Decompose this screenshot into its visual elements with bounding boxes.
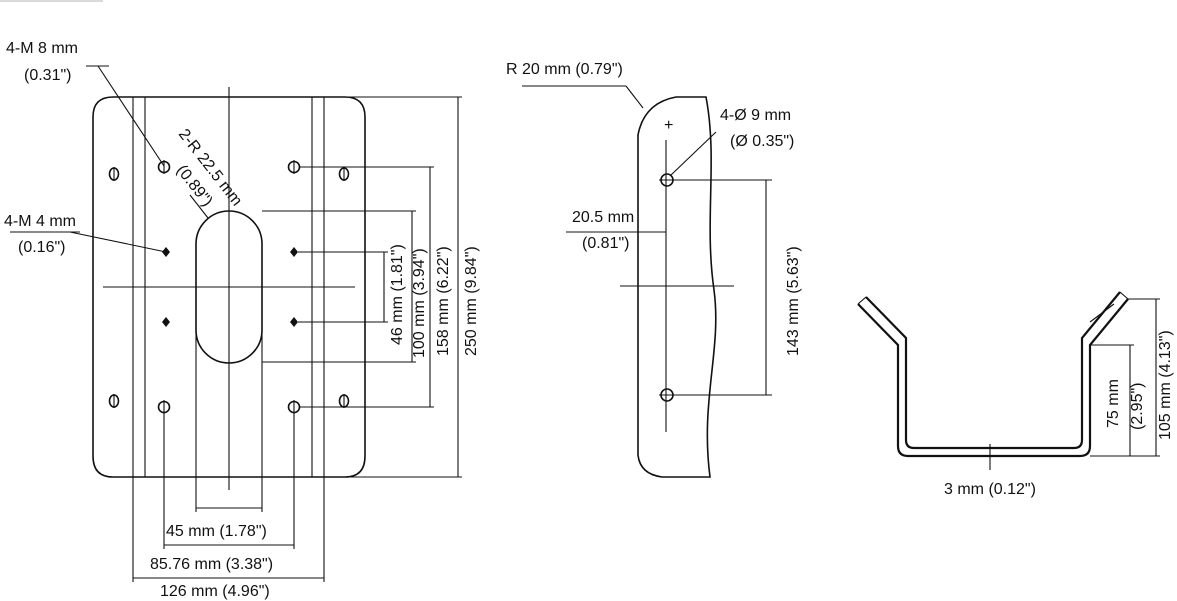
dim-8576 — [163, 413, 295, 549]
dim-75-line1: 75 mm — [1105, 379, 1122, 428]
leader-m8 — [97, 65, 165, 167]
dim-45-label: 45 mm (1.78") — [166, 523, 267, 540]
dim-250 — [345, 96, 462, 478]
leader-r20 — [625, 85, 644, 109]
dim-100-label: 100 mm (3.94") — [411, 248, 428, 358]
label-d9-line1: 4-Ø 9 mm — [720, 107, 791, 124]
dim-126 — [132, 477, 325, 582]
bracket-inner — [865, 291, 1121, 450]
m8-hole — [157, 160, 171, 174]
m4-hole — [290, 317, 298, 327]
side-hole — [659, 173, 772, 187]
side-hole — [108, 394, 120, 408]
bracket-view: 3 mm (0.12") 75 mm (2.95") 105 mm (4.13"… — [857, 291, 1174, 498]
dim-205-line2: (0.81") — [582, 235, 629, 252]
label-m4-line2: (0.16") — [18, 239, 65, 256]
leader-r22 — [189, 194, 209, 219]
m8-hole — [287, 160, 301, 174]
m8-hole — [287, 400, 301, 414]
front-view: 4-M 8 mm (0.31") 4-M 4 mm (0.16") 2-R 22… — [4, 40, 480, 600]
label-r20: R 20 mm (0.79") — [506, 61, 623, 78]
dim-158 — [300, 166, 434, 408]
dim-205-line1: 20.5 mm — [572, 209, 634, 226]
m8-hole — [157, 400, 171, 414]
side-view: + R 20 mm (0.79") 4-Ø 9 mm (Ø 0.35") 20.… — [506, 61, 802, 478]
label-d9-line2: (Ø 0.35") — [730, 133, 794, 150]
label-m8-line1: 4-M 8 mm — [6, 40, 78, 57]
bracket-bend-mark — [1089, 303, 1115, 323]
label-m8-line2: (0.31") — [24, 67, 71, 84]
dim-8576-label: 85.76 mm (3.38") — [150, 556, 273, 573]
dim-143-label: 143 mm (5.63") — [785, 246, 802, 356]
side-hole — [338, 167, 350, 181]
dim-3-label: 3 mm (0.12") — [944, 481, 1036, 498]
dim-46 — [298, 251, 388, 323]
dim-158-label: 158 mm (6.22") — [435, 246, 452, 356]
bracket-cap — [857, 296, 867, 305]
dim-126-label: 126 mm (4.96") — [160, 583, 270, 600]
leader-m4 — [69, 231, 167, 253]
bracket-outer — [857, 298, 1129, 458]
dim-45 — [195, 330, 263, 512]
dim-105-label: 105 mm (4.13") — [1157, 330, 1174, 440]
side-hole — [659, 388, 772, 402]
side-center-mark: + — [664, 117, 673, 134]
dim-46-label: 46 mm (1.81") — [389, 244, 406, 345]
side-hole — [338, 394, 350, 408]
side-profile — [637, 96, 717, 478]
m4-hole — [290, 247, 298, 257]
dim-100 — [262, 210, 416, 363]
top-edge-bar — [0, 0, 103, 2]
side-hole — [108, 167, 120, 181]
label-m4-line1: 4-M 4 mm — [4, 213, 76, 230]
dim-250-label: 250 mm (9.84") — [463, 246, 480, 356]
dim-75-line2: (2.95") — [1129, 383, 1146, 430]
leader-d9 — [670, 131, 717, 176]
m4-hole — [162, 317, 170, 327]
bracket-cap — [1119, 291, 1129, 300]
